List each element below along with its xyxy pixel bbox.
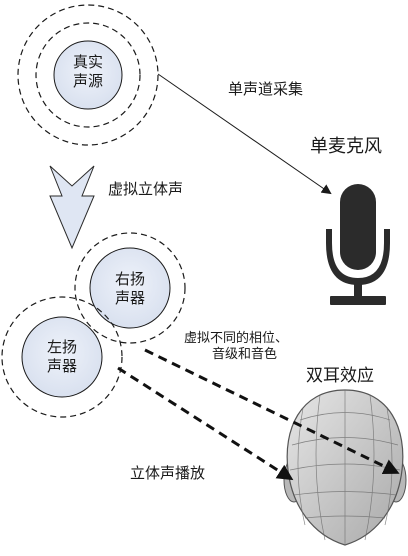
left-speaker-bubble (21, 316, 103, 398)
right-speaker-outer-ring (74, 232, 186, 344)
left-ear-dashed-arrow (117, 366, 294, 481)
virtual-diff-line-2: 音级和音色 (212, 347, 278, 363)
right-speaker-line-1: 右扬 (114, 270, 145, 288)
binaural-effect-label: 双耳效应 (306, 366, 374, 386)
real-source-bubble (53, 40, 123, 110)
left-speaker-outer-ring (1, 296, 123, 418)
real-source-node (17, 4, 159, 146)
right-speaker-bubble (89, 247, 171, 329)
head-model-icon (283, 389, 407, 546)
virtual-diff-line-1: 虚拟不同的相位、 (184, 331, 289, 346)
left-speaker-line-1: 左扬 (46, 338, 77, 356)
real-source-inner-ring (35, 22, 141, 128)
real-source-line-2: 声源 (72, 71, 103, 90)
left-speaker-node (1, 296, 123, 418)
right-speaker-line-2: 声器 (114, 288, 145, 307)
stereo-playback-label: 立体声播放 (130, 464, 206, 482)
virtual-stereo-label: 虚拟立体声 (108, 180, 184, 198)
real-source-label: 真实 声源 (64, 53, 112, 91)
virtual-stereo-down-arrow (49, 165, 95, 250)
real-source-line-1: 真实 (72, 53, 103, 71)
microphone-icon (326, 184, 390, 305)
left-speaker-label: 左扬 声器 (38, 338, 86, 376)
real-source-outer-ring (17, 4, 159, 146)
left-speaker-line-2: 声器 (46, 356, 77, 375)
right-speaker-label: 右扬 声器 (106, 270, 154, 308)
right-speaker-node (74, 232, 186, 344)
mono-capture-arrow (157, 73, 332, 195)
mono-capture-label: 单声道采集 (228, 80, 304, 98)
right-ear-dashed-arrow (144, 348, 400, 474)
virtual-diff-label: 虚拟不同的相位、 音级和音色 (184, 331, 288, 364)
mono-mic-label: 单麦克风 (310, 136, 382, 157)
